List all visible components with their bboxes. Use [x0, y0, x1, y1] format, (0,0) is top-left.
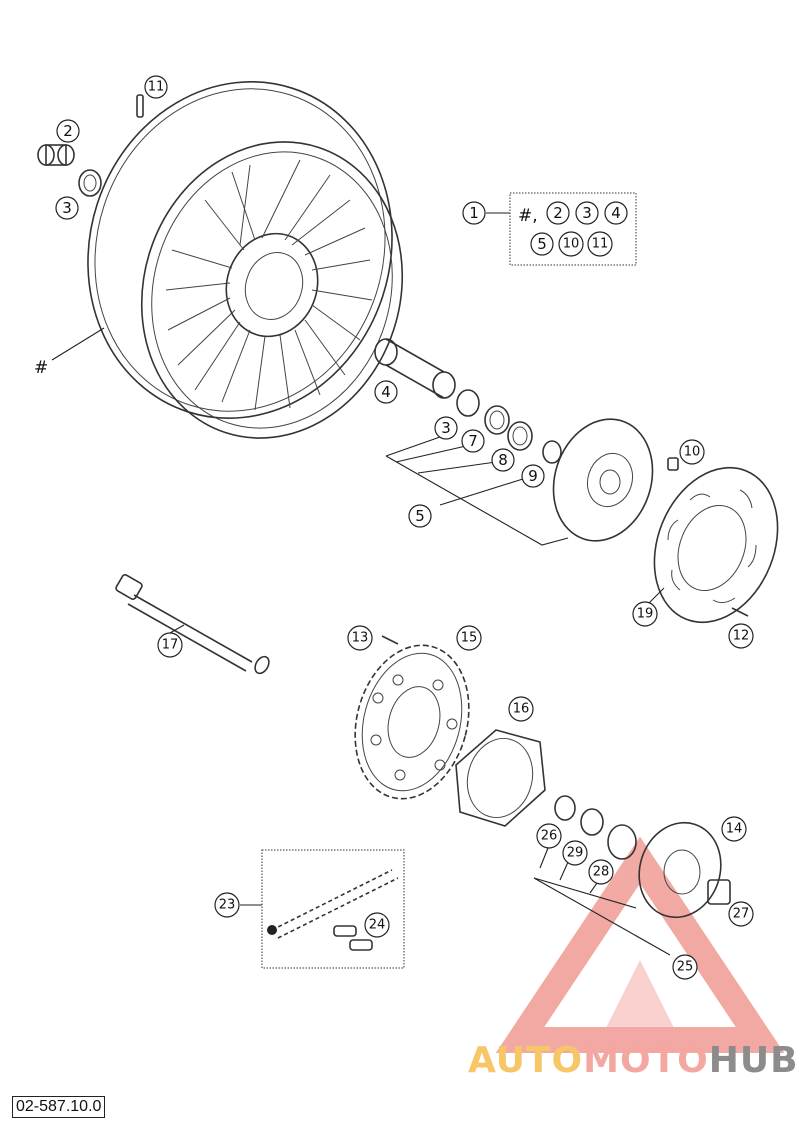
- svg-text:29: 29: [567, 846, 584, 861]
- kit-item-4: 4: [604, 201, 628, 225]
- svg-text:7: 7: [468, 432, 478, 450]
- svg-text:5: 5: [415, 507, 425, 525]
- watermark-part-hub: HUB: [708, 1040, 799, 1081]
- svg-text:17: 17: [162, 638, 179, 653]
- callout-2: 2: [56, 119, 80, 143]
- svg-text:10: 10: [684, 445, 701, 460]
- callout-12: 12: [728, 623, 754, 649]
- hash-label: #: [34, 358, 48, 378]
- rear-sprocket: [354, 644, 470, 800]
- svg-text:15: 15: [461, 631, 478, 646]
- callout-27: 27: [728, 901, 754, 927]
- spoke-nipple: [136, 94, 144, 118]
- chain-master-link: [333, 925, 373, 951]
- callout-26: 26: [536, 823, 562, 849]
- kit-box: [509, 192, 637, 266]
- watermark-part-moto: MOTO: [583, 1040, 709, 1081]
- callout-3-mid: 3: [434, 416, 458, 440]
- svg-text:3: 3: [62, 199, 72, 217]
- svg-text:11: 11: [592, 237, 609, 252]
- kit-item-2: 2: [546, 201, 570, 225]
- svg-text:23: 23: [219, 898, 236, 913]
- kit-item-11: 11: [587, 231, 613, 257]
- svg-text:1: 1: [469, 204, 479, 222]
- spacer-sleeve: [374, 338, 456, 399]
- callout-17: 17: [157, 632, 183, 658]
- sprocket-carrier: [554, 795, 731, 919]
- spacer-part: [37, 144, 75, 166]
- chain-box: [261, 849, 405, 969]
- callout-5: 5: [408, 504, 432, 528]
- rear-wheel: [87, 81, 404, 439]
- kit-item-5: 5: [530, 232, 554, 256]
- svg-text:27: 27: [733, 907, 750, 922]
- callout-29: 29: [562, 840, 588, 866]
- svg-text:25: 25: [677, 960, 694, 975]
- watermark-logo-triangle: [495, 836, 785, 1053]
- svg-text:2: 2: [553, 204, 563, 222]
- svg-text:2: 2: [63, 122, 73, 140]
- callout-15: 15: [456, 625, 482, 651]
- callout-16: 16: [508, 696, 534, 722]
- brake-disc: [653, 466, 779, 624]
- svg-text:24: 24: [369, 918, 386, 933]
- svg-text:19: 19: [637, 607, 654, 622]
- sprocket-gasket: [455, 729, 546, 827]
- drive-chain: [267, 869, 399, 939]
- svg-text:16: 16: [513, 702, 530, 717]
- svg-text:26: 26: [541, 829, 558, 844]
- disc-bolt: [731, 607, 749, 617]
- callout-23: 23: [214, 892, 240, 918]
- callout-7: 7: [461, 429, 485, 453]
- callout-19: 19: [632, 601, 658, 627]
- bearing-row: [456, 389, 562, 464]
- wheel-axle: [115, 574, 270, 675]
- svg-text:13: 13: [352, 631, 369, 646]
- bolt-part: [667, 457, 679, 471]
- svg-text:28: 28: [593, 865, 610, 880]
- svg-text:5: 5: [537, 235, 547, 253]
- callout-24: 24: [364, 912, 390, 938]
- kit-item-3: 3: [575, 201, 599, 225]
- brake-disc-flange: [552, 418, 654, 542]
- callout-9: 9: [521, 464, 545, 488]
- callout-10: 10: [679, 439, 705, 465]
- svg-text:8: 8: [498, 451, 508, 469]
- callout-25: 25: [672, 954, 698, 980]
- svg-text:3: 3: [441, 419, 451, 437]
- kit-item-10: 10: [558, 231, 584, 257]
- sprocket-bolt: [381, 635, 399, 645]
- svg-text:4: 4: [381, 383, 391, 401]
- svg-text:14: 14: [726, 822, 743, 837]
- shaft-seal-ring: [78, 169, 102, 197]
- svg-text:12: 12: [733, 629, 750, 644]
- callout-4: 4: [374, 380, 398, 404]
- svg-text:4: 4: [611, 204, 621, 222]
- svg-text:3: 3: [582, 204, 592, 222]
- callout-8: 8: [491, 448, 515, 472]
- watermark-part-auto: AUTO: [468, 1040, 584, 1081]
- callout-28: 28: [588, 859, 614, 885]
- callout-14: 14: [721, 816, 747, 842]
- callout-13: 13: [347, 625, 373, 651]
- callout-11: 11: [144, 75, 168, 99]
- drawing-number: 02-587.10.0: [12, 1096, 106, 1118]
- kit-prefix: #,: [518, 206, 538, 226]
- svg-text:9: 9: [528, 467, 538, 485]
- callout-1: 1: [462, 201, 486, 225]
- svg-text:10: 10: [563, 237, 580, 252]
- svg-text:11: 11: [148, 80, 165, 95]
- watermark-text: AUTOMOTOHUB: [468, 1040, 799, 1081]
- callout-3-top: 3: [55, 196, 79, 220]
